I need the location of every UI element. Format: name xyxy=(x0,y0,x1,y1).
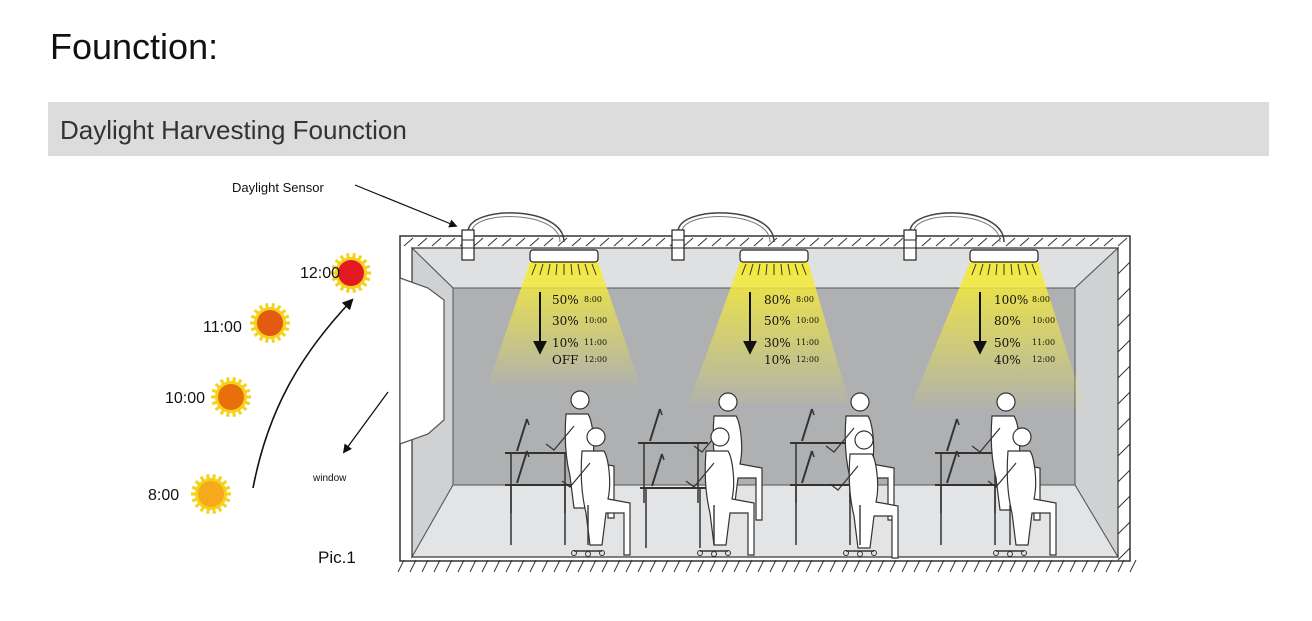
page-title: Founction: xyxy=(50,26,219,67)
sun-time-label: 8:00 xyxy=(148,487,179,504)
level-percent: 10% xyxy=(764,353,791,367)
sensor-cable xyxy=(677,212,775,243)
level-percent: 30% xyxy=(764,336,791,350)
level-percent: 80% xyxy=(994,314,1021,328)
sun-1200: 12:00 xyxy=(300,253,371,293)
worker-silhouette xyxy=(561,427,631,556)
sun-1100: 11:00 xyxy=(203,303,290,343)
office-chair xyxy=(993,505,1027,557)
sun-time-label: 12:00 xyxy=(300,265,340,282)
level-time: 10:00 xyxy=(796,316,819,325)
light-beams xyxy=(488,262,1085,408)
level-time: 8:00 xyxy=(796,295,814,304)
daylight-sensor-icon xyxy=(461,229,475,261)
level-time: 8:00 xyxy=(1032,295,1050,304)
office-workers xyxy=(505,390,1057,559)
level-time: 8:00 xyxy=(584,295,602,304)
window-pane xyxy=(399,277,445,445)
window-label: window xyxy=(312,473,347,484)
level-time: 11:00 xyxy=(584,338,607,347)
light-beam-2 xyxy=(688,262,850,405)
sun-1000: 10:00 xyxy=(165,377,251,417)
worker-silhouette xyxy=(987,427,1057,556)
sensor-cable-inner xyxy=(471,216,561,243)
daylight-sensor-icon xyxy=(903,229,917,261)
level-percent: 50% xyxy=(552,293,579,307)
level-percent: 10% xyxy=(552,336,579,350)
level-percent: 50% xyxy=(994,336,1021,350)
sun-path-arrow xyxy=(252,298,354,489)
led-fixture-icon xyxy=(529,249,599,263)
level-percent: 80% xyxy=(764,293,791,307)
sensor-pointer-arrow xyxy=(354,184,458,228)
desk-with-monitor xyxy=(638,408,708,503)
section-title: Daylight Harvesting Founction xyxy=(60,115,407,145)
office-chair xyxy=(571,505,605,557)
light-beam-3 xyxy=(910,262,1085,408)
level-time: 10:00 xyxy=(584,316,607,325)
sun-time-label: 11:00 xyxy=(203,319,242,336)
sun-icon xyxy=(338,260,364,286)
daylight-sensor-icon xyxy=(671,229,685,261)
sun-positions: 12:00 11:00 10:00 8:00 xyxy=(148,253,371,514)
level-percent: 30% xyxy=(552,314,579,328)
level-time: 11:00 xyxy=(796,338,819,347)
figure-caption: Pic.1 xyxy=(318,548,356,567)
fixtures xyxy=(461,212,1039,355)
level-time: 10:00 xyxy=(1032,316,1055,325)
level-time: 12:00 xyxy=(1032,355,1055,364)
sun-icon xyxy=(218,384,244,410)
right-wall-hatch xyxy=(1117,261,1131,561)
daylight-sensor-label: Daylight Sensor xyxy=(232,180,324,195)
led-fixture-icon xyxy=(739,249,809,263)
office-chair xyxy=(843,505,877,557)
light-beam-1 xyxy=(488,262,640,385)
section-banner: Daylight Harvesting Founction xyxy=(48,102,1269,156)
office-chair xyxy=(697,505,731,557)
sensor-cable xyxy=(467,212,565,243)
floor-hatch xyxy=(397,559,1137,573)
led-fixture-icon xyxy=(969,249,1039,263)
window-arrow xyxy=(342,391,389,454)
level-time: 12:00 xyxy=(584,355,607,364)
desk-with-monitor xyxy=(505,450,575,545)
level-percent: 100% xyxy=(994,293,1028,307)
ceiling-hatch xyxy=(403,237,1128,247)
sun-icon xyxy=(198,481,224,507)
level-time: 11:00 xyxy=(1032,338,1055,347)
sun-800: 8:00 xyxy=(148,474,231,514)
level-time: 12:00 xyxy=(796,355,819,364)
sensor-cable-inner xyxy=(681,216,771,243)
desk-with-monitor xyxy=(640,453,710,548)
sun-icon xyxy=(257,310,283,336)
sensor-cable-inner xyxy=(913,216,1001,243)
sun-time-label: 10:00 xyxy=(165,390,205,407)
level-percent: 40% xyxy=(994,353,1021,367)
worker-silhouette xyxy=(829,430,899,559)
level-percent: 50% xyxy=(764,314,791,328)
worker-silhouette xyxy=(685,427,755,556)
level-percent: OFF xyxy=(552,353,579,367)
sensor-cable xyxy=(909,212,1005,243)
